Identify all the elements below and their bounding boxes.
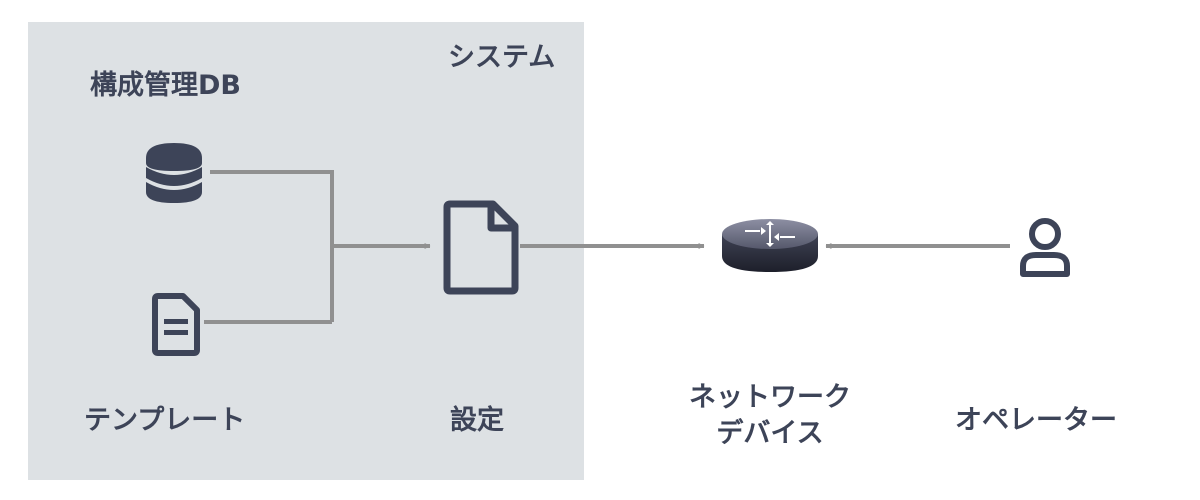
settings-label: 設定 bbox=[450, 405, 504, 436]
network-device-label-line2: デバイス bbox=[716, 418, 824, 450]
document-icon bbox=[152, 293, 200, 356]
template-label: テンプレート bbox=[84, 405, 246, 436]
file-icon bbox=[443, 200, 519, 295]
connectors bbox=[204, 170, 1010, 324]
user-icon bbox=[1020, 218, 1070, 277]
system-group-box bbox=[28, 22, 584, 480]
config-db-label: 構成管理DB bbox=[90, 70, 241, 101]
connector-db-to-junction bbox=[210, 170, 334, 322]
network-device-label: ネットワーク デバイス bbox=[670, 380, 870, 453]
system-group-title: システム bbox=[448, 42, 556, 73]
router-icon bbox=[722, 219, 818, 272]
database-icon bbox=[146, 143, 202, 203]
network-device-label-line1: ネットワーク bbox=[689, 382, 851, 413]
operator-label: オペレーター bbox=[955, 405, 1117, 436]
